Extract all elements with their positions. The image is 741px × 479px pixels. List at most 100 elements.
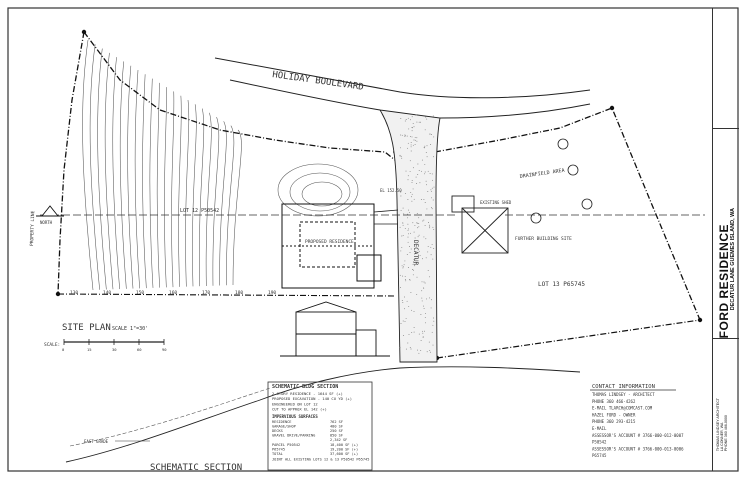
road-label-decatur: DECATUR bbox=[412, 240, 419, 266]
stipple-dot bbox=[406, 135, 408, 137]
east-grade-label: EAST GRADE bbox=[84, 439, 109, 444]
stipple-dot bbox=[412, 123, 414, 125]
stipple-dot bbox=[413, 269, 414, 271]
contour-knoll bbox=[289, 172, 351, 212]
section-grade-line bbox=[65, 366, 581, 463]
decatur-lane bbox=[379, 109, 441, 363]
coverage-value: 19,200 SF (+) bbox=[330, 447, 358, 451]
stipple-dot bbox=[416, 251, 418, 253]
stipple-dot bbox=[429, 349, 431, 351]
stipple-dot bbox=[408, 305, 410, 307]
contour-line bbox=[178, 95, 182, 287]
stipple-dot bbox=[433, 136, 435, 138]
stipple-dot bbox=[416, 140, 418, 142]
title-block-divider bbox=[713, 128, 739, 129]
stipple-dot bbox=[420, 350, 422, 352]
stipple-dot bbox=[418, 121, 420, 123]
stipple-dot bbox=[427, 191, 429, 192]
stipple-dot bbox=[422, 220, 424, 222]
stipple-dot bbox=[423, 308, 425, 310]
stipple-dot bbox=[430, 144, 432, 145]
stipple-dot bbox=[410, 150, 412, 152]
stipple-dot bbox=[412, 144, 414, 146]
stipple-dot bbox=[417, 163, 419, 165]
stipple-dot bbox=[414, 139, 416, 141]
stipple-dot bbox=[425, 116, 427, 118]
stipple-dot bbox=[399, 274, 401, 276]
stipple-dot bbox=[401, 265, 403, 267]
stipple-dot bbox=[414, 144, 416, 146]
contour-line bbox=[97, 48, 107, 290]
property-line-west bbox=[57, 31, 85, 295]
stipple-dot bbox=[407, 142, 409, 144]
stipple-dot bbox=[431, 208, 433, 210]
contour-label: 190 bbox=[268, 290, 276, 296]
stipple-dot bbox=[420, 170, 422, 172]
stipple-dot bbox=[404, 296, 405, 298]
coverage-label: P65745 bbox=[272, 447, 285, 451]
stipple-dot bbox=[412, 269, 414, 270]
stipple-dot bbox=[408, 228, 409, 230]
stipple-dot bbox=[423, 236, 425, 238]
contour-line bbox=[112, 57, 120, 290]
stipple-dot bbox=[410, 146, 412, 148]
stipple-dot bbox=[418, 333, 420, 335]
stipple-dot bbox=[424, 129, 426, 131]
stipple-dot bbox=[407, 236, 409, 238]
contour-line bbox=[89, 44, 100, 290]
stipple-dot bbox=[427, 170, 429, 172]
stipple-dot bbox=[432, 258, 434, 260]
stipple-dot bbox=[432, 115, 434, 117]
stipple-dot bbox=[414, 114, 416, 116]
stipple-dot bbox=[410, 142, 412, 144]
contour-label: 140 bbox=[103, 290, 111, 296]
stipple-dot bbox=[409, 160, 411, 162]
elevation-marker: EL 152.50 bbox=[380, 188, 402, 193]
schematic-section-title: SCHEMATIC SECTION bbox=[150, 463, 242, 473]
stipple-dot bbox=[411, 127, 413, 128]
coverage-value: 250 SF bbox=[330, 429, 343, 433]
stipple-dot bbox=[401, 235, 403, 237]
coverage-value: 18,400 SF (+) bbox=[330, 443, 358, 447]
stipple-dot bbox=[400, 155, 402, 157]
stipple-dot bbox=[403, 213, 405, 215]
lot-left-label: LOT 12 P50542 bbox=[180, 208, 219, 214]
stipple-dot bbox=[405, 317, 407, 319]
stipple-dot bbox=[421, 159, 423, 161]
stipple-dot bbox=[427, 270, 429, 272]
further-building-label: FURTHER BUILDING SITE bbox=[515, 236, 572, 242]
stipple-dot bbox=[433, 317, 434, 319]
stipple-dot bbox=[414, 258, 416, 259]
coverage-label: TOTAL bbox=[272, 452, 283, 456]
stipple-dot bbox=[413, 331, 415, 333]
coverage-label: PARCEL P50542 bbox=[272, 443, 300, 447]
stipple-dot bbox=[428, 222, 429, 223]
stipple-dot bbox=[401, 157, 403, 159]
stipple-dot bbox=[420, 314, 422, 315]
contour-line bbox=[149, 78, 154, 288]
stipple-dot bbox=[433, 248, 435, 249]
stipple-dot bbox=[423, 146, 425, 148]
stipple-dot bbox=[407, 241, 409, 243]
stipple-dot bbox=[425, 238, 427, 240]
stipple-dot bbox=[402, 222, 404, 224]
stipple-dot bbox=[410, 232, 411, 234]
contour-label: 180 bbox=[235, 290, 243, 296]
stipple-dot bbox=[413, 198, 415, 200]
scale-tick-label: 15 bbox=[87, 347, 92, 352]
stipple-dot bbox=[405, 348, 407, 350]
stipple-dot bbox=[433, 320, 435, 322]
stipple-dot bbox=[420, 199, 422, 200]
notes-footer: JOINT ALL EXISTING LOTS 12 & 13 P50542 P… bbox=[272, 458, 369, 462]
existing-shed-label: EXISTING SHED bbox=[480, 200, 512, 205]
stipple-dot bbox=[421, 281, 423, 283]
contour-label: 130 bbox=[70, 290, 78, 296]
stipple-dot bbox=[408, 334, 410, 336]
stipple-dot bbox=[400, 195, 402, 197]
stipple-dot bbox=[412, 261, 414, 263]
north-label: NORTH bbox=[40, 220, 53, 225]
stipple-dot bbox=[414, 224, 416, 226]
north-arrow-icon bbox=[36, 205, 64, 217]
